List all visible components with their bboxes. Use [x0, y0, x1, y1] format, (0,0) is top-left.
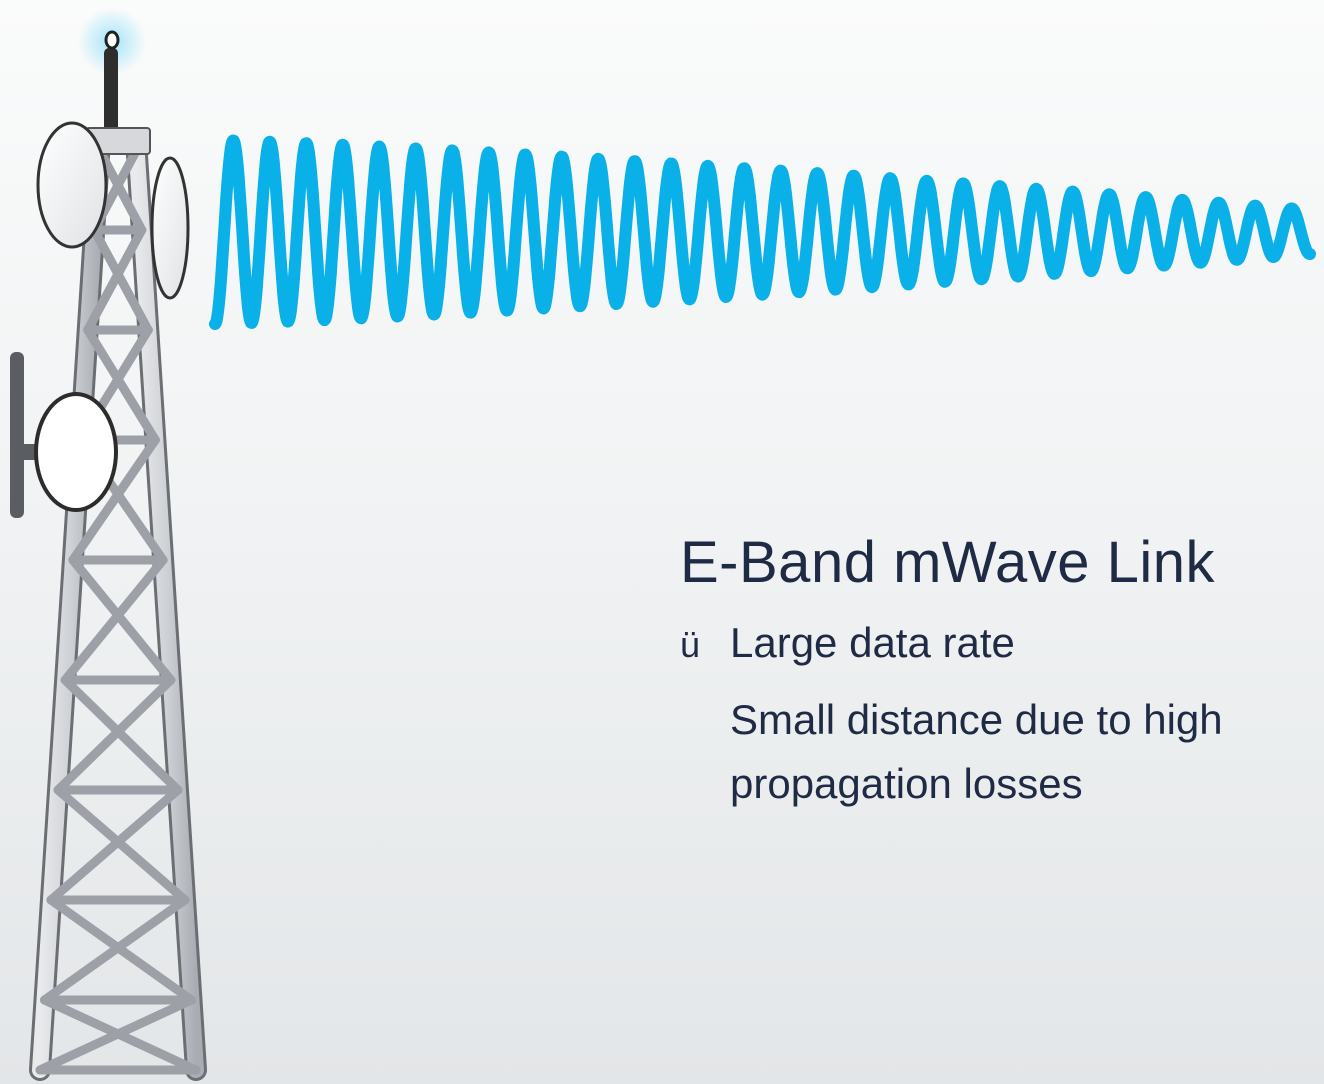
- dish-antenna-right-icon: [150, 156, 190, 300]
- content-text-block: E-Band mWave Link ü Large data rate Smal…: [680, 520, 1320, 816]
- page-title: E-Band mWave Link: [680, 530, 1216, 595]
- signal-wave: [209, 134, 1316, 330]
- bullet-text: Large data rate: [730, 619, 1015, 666]
- antenna-beacon-icon: [78, 8, 146, 132]
- check-mark-icon: ü: [680, 624, 701, 665]
- dish-antenna-left-icon: [36, 121, 108, 249]
- bullet-item: ü Large data rate: [680, 614, 1320, 674]
- dish-antenna-mid-icon: [10, 352, 118, 518]
- tower-lattice: [29, 127, 207, 1081]
- bullet-note: Small distance due to high propagation l…: [730, 696, 1223, 807]
